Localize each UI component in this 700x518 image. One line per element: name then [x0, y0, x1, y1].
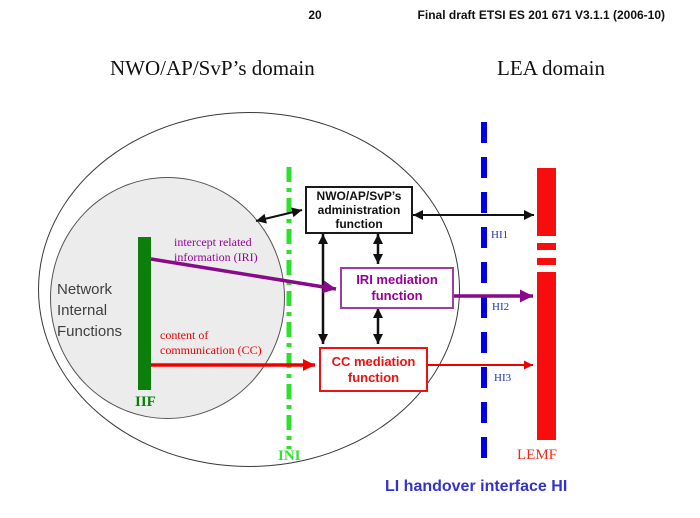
iif-bar — [138, 237, 151, 390]
iif-label: IIF — [135, 394, 156, 410]
iri-mediation-box: IRI mediation function — [340, 267, 454, 309]
iri-mediation-label: IRI mediation function — [356, 272, 438, 303]
lea-domain-title: LEA domain — [497, 56, 605, 80]
network-internal-functions-circle — [50, 177, 285, 419]
hi1-label: HI1 — [491, 229, 509, 241]
iri-flow-label: intercept related information (IRI) — [174, 235, 258, 264]
cc-mediation-label: CC mediation function — [331, 353, 416, 385]
lemf-bar-segment — [537, 168, 556, 236]
admin-function-label: NWO/AP/SvP’s administration function — [316, 189, 402, 231]
document-title: Final draft ETSI ES 201 671 V3.1.1 (2006… — [417, 8, 665, 22]
ini-label: INI — [278, 448, 301, 464]
lemf-bar-segment — [537, 243, 556, 250]
hi3-label: HI3 — [494, 372, 512, 384]
page-number: 20 — [308, 8, 322, 22]
lemf-bar-segment — [537, 258, 556, 265]
lemf-label: LEMF — [517, 447, 558, 463]
hi2-label: HI2 — [492, 301, 510, 313]
nwo-domain-ellipse — [38, 112, 460, 467]
admin-function-box: NWO/AP/SvP’s administration function — [305, 186, 413, 234]
handover-interface-caption: LI handover interface HI — [385, 478, 568, 495]
arrow-ellipse-admin — [255, 207, 303, 224]
nwo-domain-title: NWO/AP/SvP’s domain — [110, 56, 315, 80]
cc-mediation-box: CC mediation function — [319, 347, 428, 392]
arrow-iif-iri-mediation — [150, 257, 337, 294]
cc-flow-label: content of communication (CC) — [160, 328, 262, 357]
network-internal-functions-label: Network Internal Functions — [57, 281, 123, 340]
lemf-bar-segment — [537, 272, 556, 440]
